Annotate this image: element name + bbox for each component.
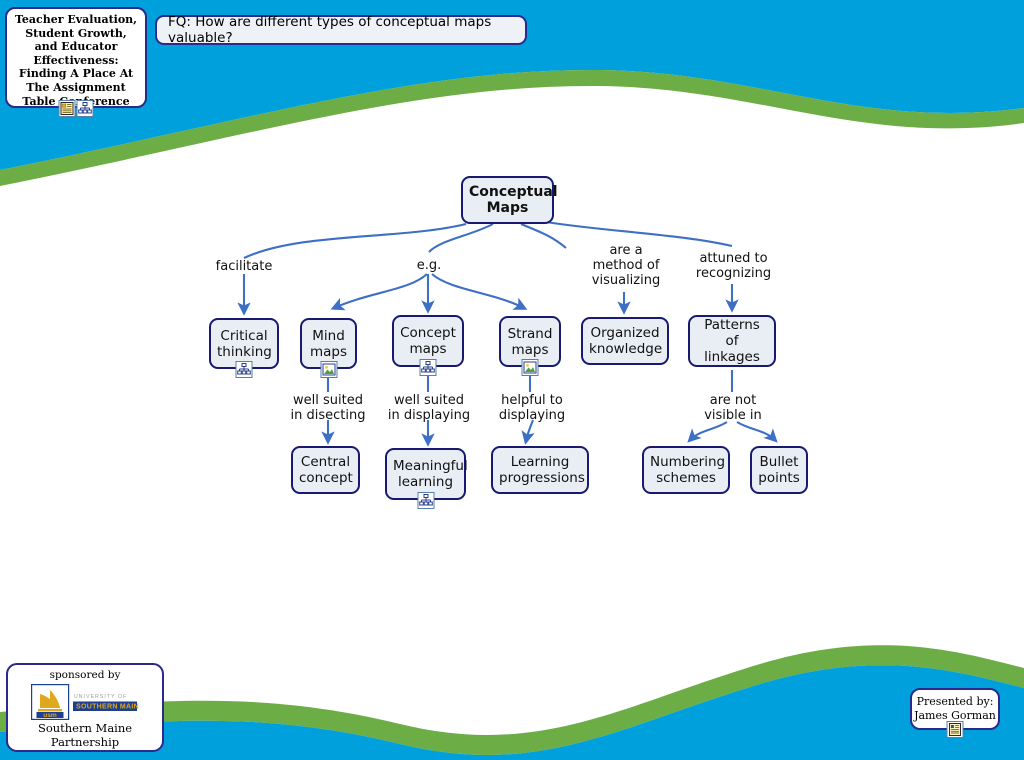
bottom-wave-green [0, 645, 1024, 755]
title-box-icons [58, 100, 94, 117]
image-icon[interactable] [320, 361, 337, 378]
conference-title-text: Teacher Evaluation, Student Growth, and … [15, 13, 137, 108]
node-critical-thinking[interactable]: Critical thinking [209, 318, 279, 378]
link-helpful-learningprog [521, 419, 535, 445]
concept-map-icon[interactable] [417, 492, 434, 509]
node-label: Conceptual Maps [469, 184, 558, 216]
node-label: Concept maps [400, 325, 456, 357]
node-numbering-schemes[interactable]: Numbering schemes [642, 446, 730, 494]
link-root-facilitate [243, 222, 467, 259]
node-label: Organized knowledge [589, 325, 663, 357]
node-icons [320, 361, 337, 378]
sponsor-box[interactable]: sponsored by usm UNIVERSITY OF SOUTHERN … [6, 663, 164, 752]
link-root-attuned [545, 220, 733, 248]
sponsored-by-label: sponsored by [49, 669, 121, 681]
concept-map-icon[interactable] [76, 100, 94, 117]
link-notvisible-bullet [736, 421, 778, 443]
node-mind-maps[interactable]: Mind maps [300, 318, 357, 378]
node-label: Mind maps [309, 327, 348, 360]
bottom-wave-blue [0, 665, 1024, 760]
node-label: Central concept [299, 454, 353, 486]
presenter-name: James Gorman [914, 709, 996, 722]
node-patterns-of-linkages[interactable]: Patterns of linkages [688, 315, 776, 367]
svg-text:SOUTHERN MAINE: SOUTHERN MAINE [76, 704, 139, 711]
svg-text:usm: usm [43, 712, 57, 719]
node-learning-progressions[interactable]: Learning progressions [491, 446, 589, 494]
node-label: Learning progressions [499, 454, 585, 486]
focus-question-box[interactable]: FQ: How are different types of conceptua… [155, 14, 527, 46]
node-icons [235, 361, 253, 378]
link-root-methodof [520, 223, 567, 249]
node-label: Strand maps [507, 325, 553, 358]
node-label: Meaningful learning [393, 458, 468, 490]
usm-logo: usm UNIVERSITY OF SOUTHERN MAINE [31, 684, 139, 720]
link-phrase-facilitate: facilitate [215, 259, 273, 274]
node-meaningful-learning[interactable]: Meaningful learning [385, 448, 468, 509]
node-icons [419, 359, 437, 376]
link-phrase-are-not-visible-in: are not visible in [704, 393, 762, 423]
image-icon[interactable] [521, 359, 539, 376]
node-bullet-points[interactable]: Bullet points [750, 446, 808, 494]
conference-title-box[interactable]: Teacher Evaluation, Student Growth, and … [5, 7, 147, 117]
southern-maine-partnership-label: Southern Maine Partnership [37, 721, 133, 749]
node-label: Patterns of linkages [704, 317, 760, 365]
node-central-concept[interactable]: Central concept [291, 446, 360, 494]
link-phrase-helpful-to-displaying: helpful to displaying [498, 393, 566, 423]
focus-question-label: FQ: How are different types of conceptua… [168, 14, 492, 46]
presented-by-label: Presented by: [916, 695, 994, 708]
concept-map-icon[interactable] [235, 361, 253, 378]
node-organized-knowledge[interactable]: Organized knowledge [581, 317, 669, 365]
top-wave-green [0, 69, 1024, 186]
link-notvisible-numbering [687, 421, 728, 443]
link-phrase-eg: e.g. [416, 258, 442, 273]
link-phrase-well-suited-in-disecting: well suited in disecting [290, 393, 366, 423]
concept-map-icon[interactable] [419, 359, 437, 376]
link-phrase-well-suited-in-displaying: well suited in displaying [387, 393, 471, 423]
node-label: Critical thinking [217, 327, 272, 360]
link-eg-strand [431, 273, 528, 310]
node-label: Numbering schemes [650, 454, 726, 486]
node-icons [521, 359, 539, 376]
document-resource-icon[interactable] [946, 721, 964, 738]
link-phrase-attuned-to-recognizing: attuned to recognizing [695, 251, 772, 281]
link-eg-mind [330, 273, 428, 311]
link-phrase-method-of-visualizing: are a method of visualizing [591, 243, 661, 288]
resource-list-icon[interactable] [58, 100, 76, 117]
node-label: Bullet points [758, 454, 800, 486]
node-conceptual-maps[interactable]: Conceptual Maps [461, 176, 558, 224]
link-root-eg [428, 223, 494, 253]
presenter-box-icons [946, 721, 964, 738]
node-icons [417, 492, 434, 509]
node-concept-maps[interactable]: Concept maps [392, 315, 464, 376]
node-strand-maps[interactable]: Strand maps [499, 316, 561, 376]
svg-text:UNIVERSITY OF: UNIVERSITY OF [74, 694, 127, 700]
presenter-box[interactable]: Presented by: James Gorman [910, 688, 1000, 738]
